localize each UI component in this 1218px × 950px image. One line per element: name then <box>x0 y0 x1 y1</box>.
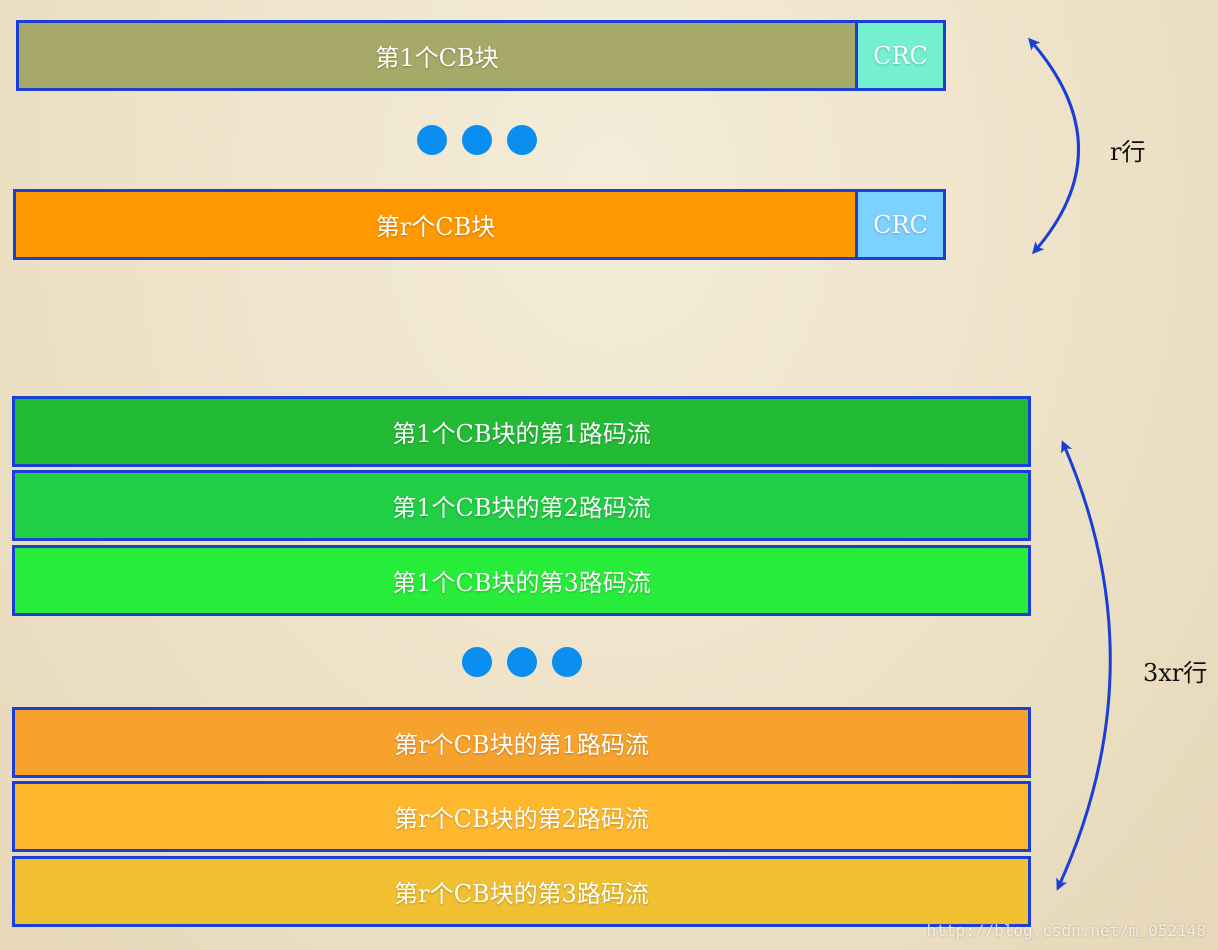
stream-row-1-1-label: 第1个CB块的第1路码流 <box>392 420 651 448</box>
cb-block-1-label: 第1个CB块 <box>375 44 499 72</box>
stream-row-1-1: 第1个CB块的第1路码流 <box>12 396 1031 467</box>
stream-row-1-2-label: 第1个CB块的第2路码流 <box>392 494 651 522</box>
cb-block-r-label: 第r个CB块 <box>375 213 496 241</box>
watermark: http://blog.csdn.net/m_052148 <box>926 921 1206 940</box>
stream-row-1-2: 第1个CB块的第2路码流 <box>12 470 1031 541</box>
3xr-rows-arrow <box>1056 440 1112 891</box>
crc-block-1-label: CRC <box>873 41 928 70</box>
cb-block-r: 第r个CB块 <box>13 189 858 260</box>
stream-row-r-1: 第r个CB块的第1路码流 <box>12 707 1031 778</box>
stream-row-r-1-label: 第r个CB块的第1路码流 <box>394 731 649 759</box>
cb-block-1: 第1个CB块 <box>16 20 858 91</box>
ellipsis-dot-top-2 <box>462 125 492 155</box>
stream-row-1-3: 第1个CB块的第3路码流 <box>12 545 1031 616</box>
crc-block-1: CRC <box>855 20 946 91</box>
r-rows-label: r行 <box>1110 138 1146 166</box>
ellipsis-dot-bottom-2 <box>507 647 537 677</box>
stream-row-1-3-label: 第1个CB块的第3路码流 <box>392 569 651 597</box>
r-rows-arrow <box>1028 37 1080 255</box>
ellipsis-dot-top-1 <box>417 125 447 155</box>
stream-row-r-2-label: 第r个CB块的第2路码流 <box>394 805 649 833</box>
ellipsis-dot-bottom-3 <box>552 647 582 677</box>
stream-row-r-2: 第r个CB块的第2路码流 <box>12 781 1031 852</box>
stream-row-r-3: 第r个CB块的第3路码流 <box>12 856 1031 927</box>
stream-row-r-3-label: 第r个CB块的第3路码流 <box>394 880 649 908</box>
crc-block-r-label: CRC <box>873 210 928 239</box>
ellipsis-dot-bottom-1 <box>462 647 492 677</box>
crc-block-r: CRC <box>855 189 946 260</box>
3xr-rows-label: 3xr行 <box>1143 659 1208 687</box>
ellipsis-dot-top-3 <box>507 125 537 155</box>
